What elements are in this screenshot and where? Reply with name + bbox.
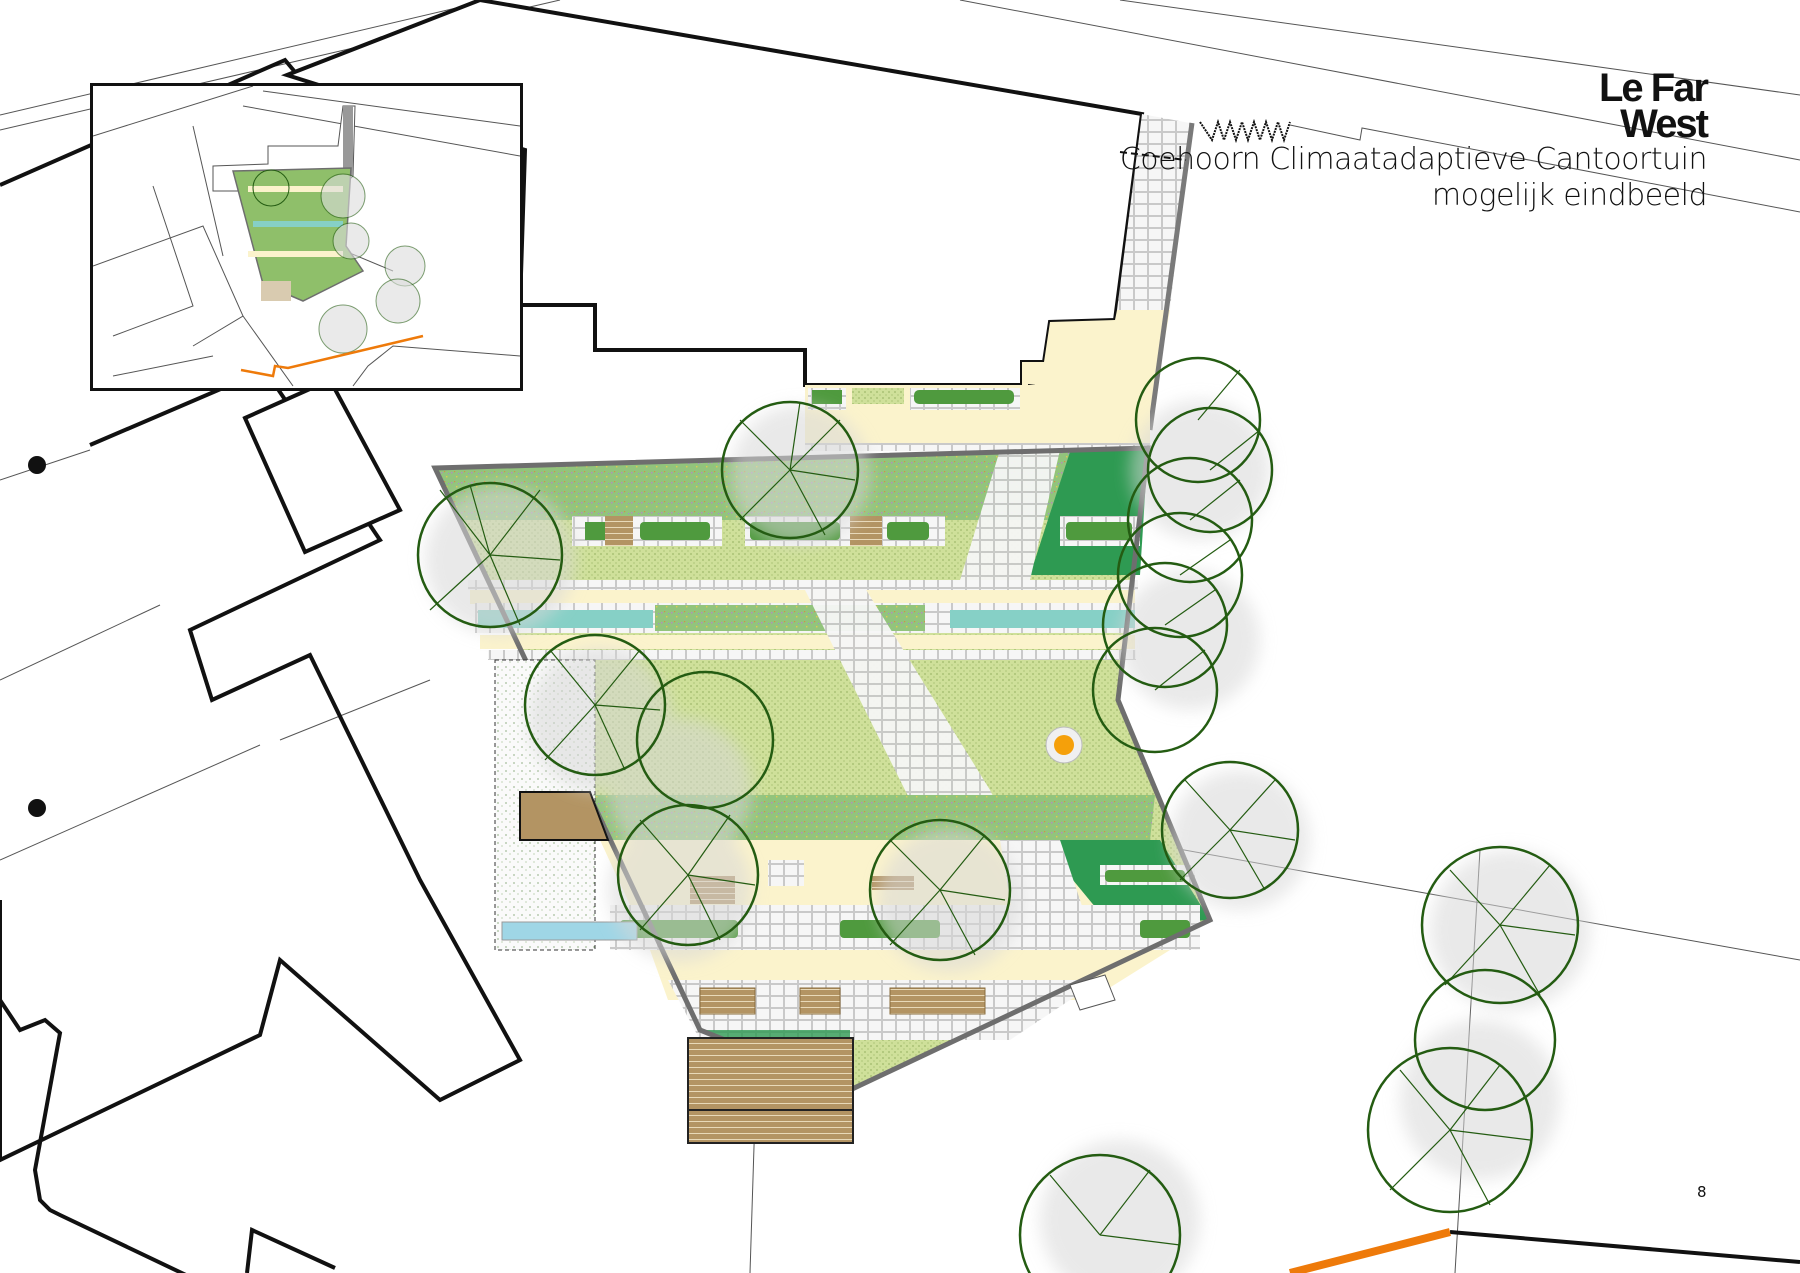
tree-canopy-icon	[1116, 511, 1244, 639]
project-subtitle: mogelijk eindbeeld	[1431, 178, 1708, 213]
project-title: Coehoorn Climaatadaptieve Cantoortuin	[1119, 142, 1708, 177]
tree-canopy-icon	[1413, 968, 1557, 1112]
tree-canopy-icon	[1134, 356, 1262, 484]
wood-deck	[687, 1037, 854, 1144]
north-planters	[805, 385, 1150, 451]
tree-canopy-icon	[720, 400, 860, 540]
tree-canopy-icon	[868, 818, 1012, 962]
tree-canopy-icon	[616, 803, 760, 947]
tree-canopy-icon	[523, 633, 667, 777]
tree-canopy-icon	[1420, 845, 1580, 1005]
tree-canopy-icon	[1101, 561, 1229, 689]
tree-canopy-icon	[416, 481, 564, 629]
route-line	[1289, 1228, 1451, 1273]
survey-point-icon	[28, 799, 46, 817]
inset-key-plan	[90, 83, 523, 391]
inset-map	[93, 86, 520, 387]
tree-canopy-icon	[1091, 626, 1219, 754]
page-number: 8	[1697, 1183, 1707, 1201]
focal-point-icon	[1054, 735, 1074, 755]
brand-line-1: Le Far	[1598, 66, 1709, 110]
inset-route-line	[240, 334, 424, 378]
tree-canopy-icon	[1018, 1153, 1182, 1273]
survey-point-icon	[28, 456, 46, 474]
tree-canopy-icon	[1366, 1046, 1534, 1214]
trees	[416, 356, 1590, 1273]
tree-canopy-icon	[1146, 406, 1274, 534]
brand-line-2: West	[1620, 102, 1709, 146]
tree-canopy-icon	[1160, 760, 1300, 900]
tree-canopy-icon	[1126, 456, 1254, 584]
brand-logo: Le Far West	[1120, 66, 1709, 146]
title-block: Le Far West Coehoorn Climaatadaptieve Ca…	[1119, 66, 1709, 214]
